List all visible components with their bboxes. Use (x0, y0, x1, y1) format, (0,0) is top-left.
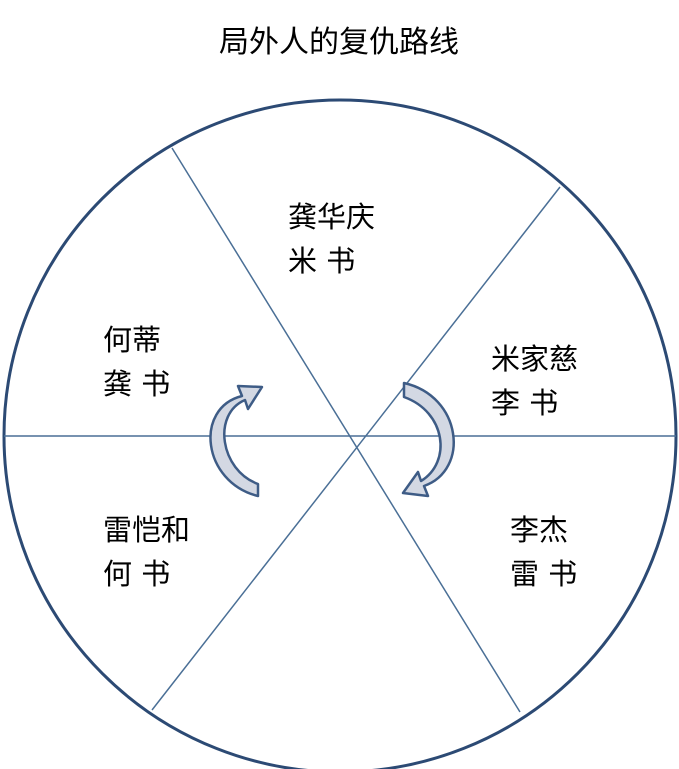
segment-upper-left: 何蒂 龚 书 (103, 323, 170, 401)
segment-lower-right-line2: 雷 书 (510, 557, 577, 591)
diagonal-divider-descending (171, 147, 521, 713)
segment-upper-left-line2: 龚 书 (103, 367, 170, 401)
segment-lower-left-line2: 何 书 (103, 557, 170, 591)
diagram-title: 局外人的复仇路线 (219, 25, 459, 60)
segment-top-line1: 龚华庆 (288, 200, 375, 234)
curved-arrow-right-icon (401, 381, 455, 498)
diagonal-divider-ascending (151, 186, 561, 711)
curved-arrow-left-icon (209, 384, 264, 498)
segment-lower-left-line1: 雷恺和 (103, 513, 190, 547)
segment-upper-right: 米家慈 李 书 (491, 342, 578, 420)
segment-top: 龚华庆 米 书 (288, 200, 375, 278)
segment-upper-right-line2: 李 书 (491, 386, 558, 420)
segment-lower-left: 雷恺和 何 书 (103, 513, 190, 591)
segment-upper-right-line1: 米家慈 (491, 342, 578, 376)
segment-lower-right-line1: 李杰 (510, 513, 568, 547)
segment-top-line2: 米 书 (288, 244, 355, 278)
segment-lower-right: 李杰 雷 书 (510, 513, 577, 591)
segment-upper-left-line1: 何蒂 (103, 323, 161, 357)
segment-dividers (4, 147, 676, 713)
